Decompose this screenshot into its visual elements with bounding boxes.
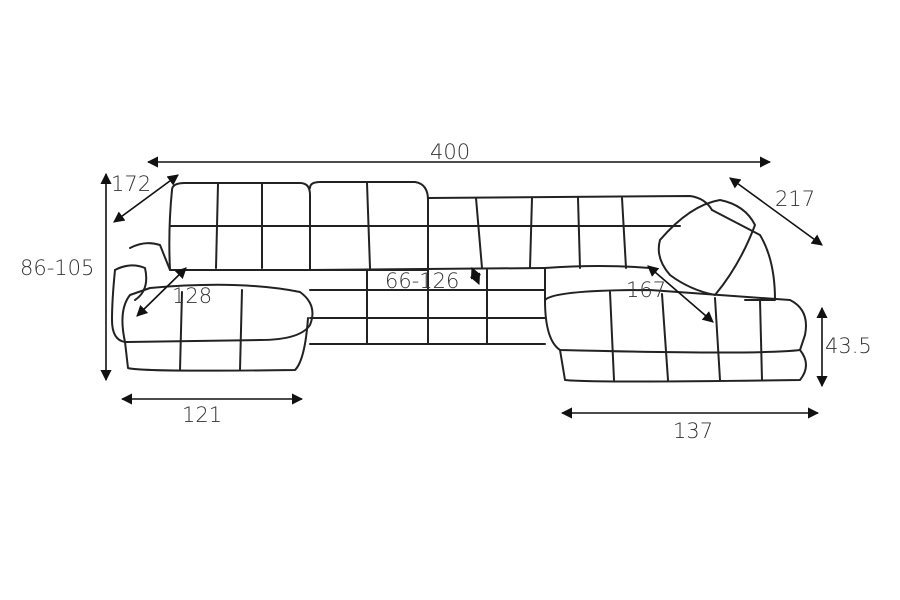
label-seat-height: 43.5 [825, 334, 872, 358]
label-backrest-adjust: 66-126 [385, 269, 459, 293]
label-left-depth: 172 [111, 172, 151, 196]
sofa-outline [111, 181, 807, 383]
label-right-depth: 217 [775, 187, 815, 211]
label-total-width: 400 [430, 140, 470, 164]
label-right-chaise-width: 137 [673, 419, 713, 443]
label-right-seat-depth: 167 [626, 278, 666, 302]
label-left-seat-depth: 128 [172, 284, 212, 308]
dimension-labels: 400 172 217 86-105 128 66-126 167 43.5 1… [20, 140, 872, 443]
label-height: 86-105 [20, 256, 94, 280]
dimension-lines [100, 156, 828, 419]
label-left-chaise-width: 121 [182, 403, 222, 427]
